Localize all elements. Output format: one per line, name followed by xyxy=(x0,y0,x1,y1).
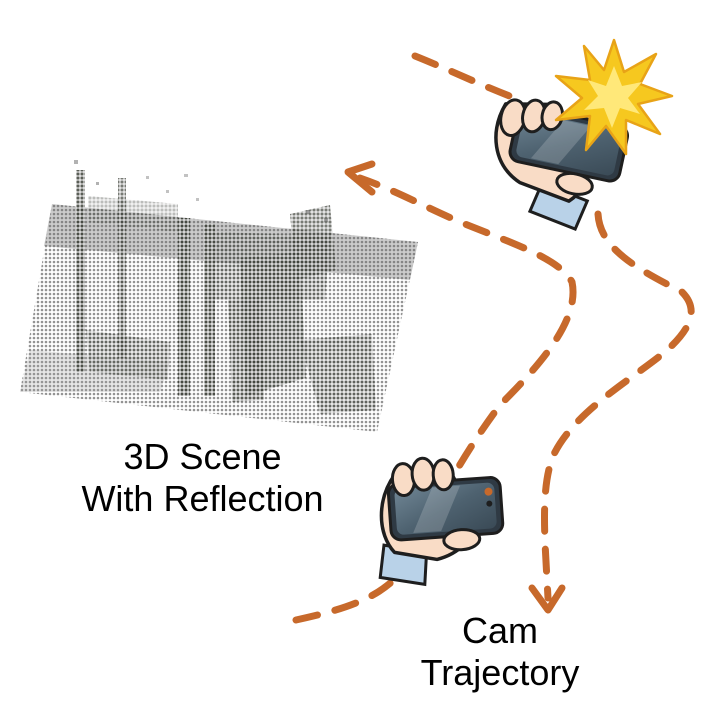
arrowhead-bottom xyxy=(528,584,566,614)
point-cloud-scene xyxy=(20,160,418,432)
scene-caption-line1: 3D Scene xyxy=(123,436,282,477)
trajectory-caption-line1: Cam xyxy=(461,610,538,651)
scene-caption-line2: With Reflection xyxy=(81,478,324,519)
trajectory-top-entry xyxy=(411,52,524,104)
trajectory-caption: Cam Trajectory xyxy=(400,610,600,694)
trajectory-caption-line2: Trajectory xyxy=(420,652,580,693)
camera-flash-icon xyxy=(554,38,674,156)
point-cloud-structures xyxy=(76,170,376,414)
scene-caption: 3D Scene With Reflection xyxy=(50,436,355,520)
hand-holding-phone-icon xyxy=(378,456,505,587)
trajectory-to-bottom-arrow xyxy=(541,210,695,602)
arrowhead-to-scene xyxy=(344,160,376,196)
trajectory-arrowheads xyxy=(344,160,566,614)
hand-holding-phone-icon xyxy=(494,98,630,231)
point-cloud-sparse-points xyxy=(74,160,328,222)
